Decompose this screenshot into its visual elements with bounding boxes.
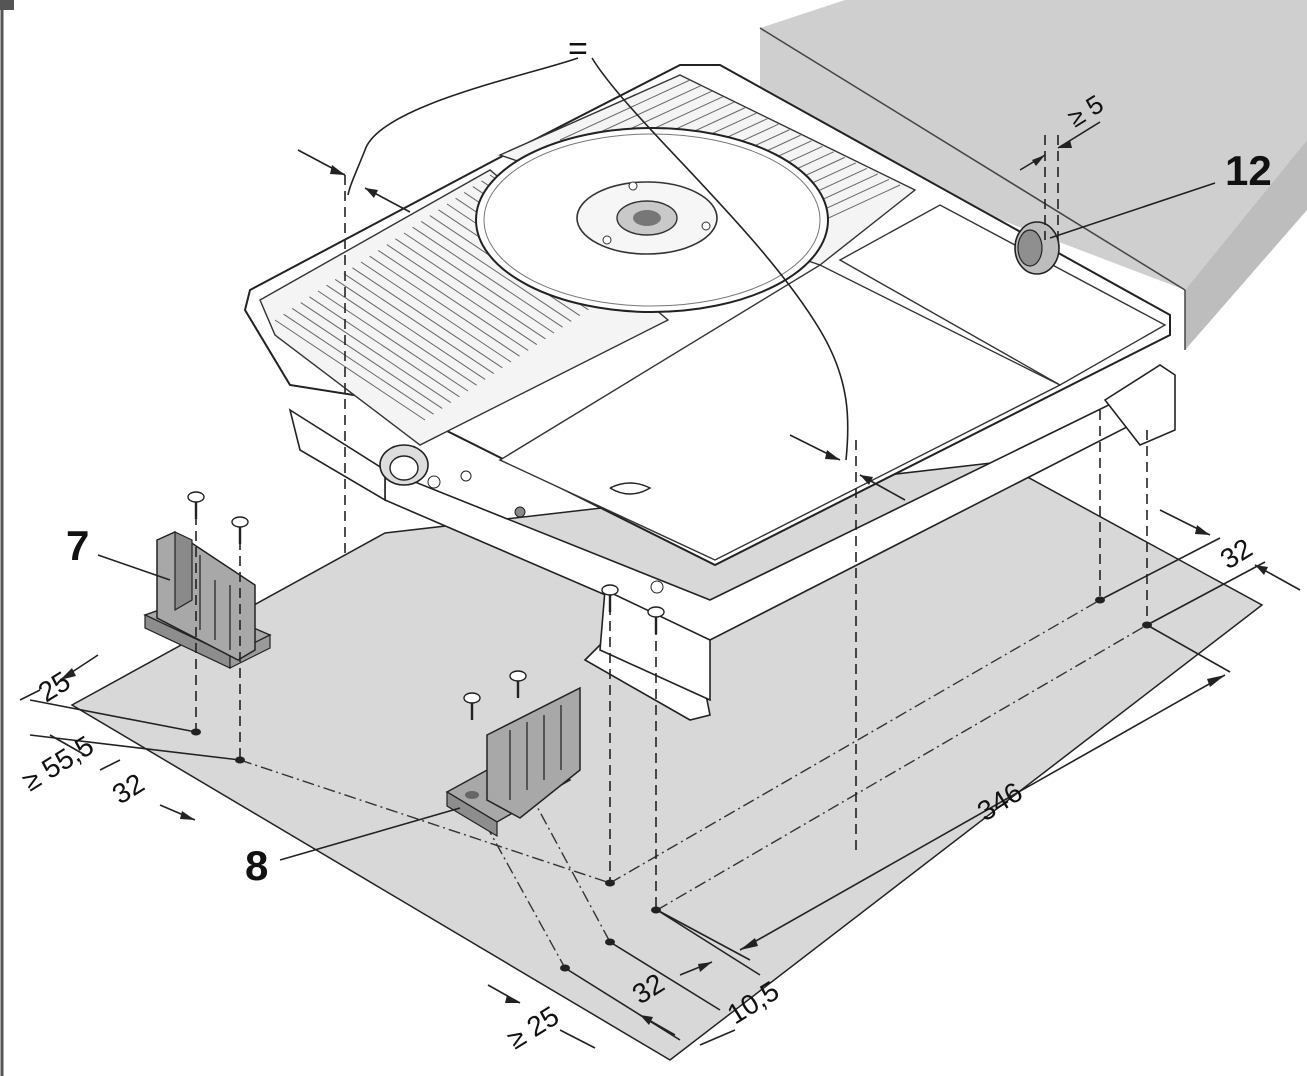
dimension-lines: [19, 121, 1301, 1049]
dim-min-25-bottom: ≥ 25: [502, 1000, 564, 1055]
callout-7: 7: [66, 522, 89, 569]
blade-disc: [475, 127, 829, 313]
screw-head: [187, 491, 205, 503]
screw-head: [231, 516, 249, 528]
machine-body: [288, 364, 1176, 721]
screw-head: [509, 670, 527, 682]
dim-equal-sign: =: [568, 30, 588, 68]
adjustment-knob: [379, 444, 664, 594]
vertical-drop-lines: [195, 135, 1148, 910]
callout-8: 8: [245, 842, 268, 889]
spacer-roller-12: [1014, 221, 1060, 275]
wall: [759, 0, 1307, 350]
floor-hole: [605, 879, 615, 887]
screws: [187, 491, 665, 720]
callout-leaders: [97, 182, 1216, 861]
screw-head: [463, 692, 481, 704]
mounting-bracket-7: [143, 531, 272, 669]
screw-head: [647, 606, 665, 618]
mounting-bracket-8: [445, 686, 581, 838]
frame-corner: [0, 0, 14, 10]
screw-head: [601, 584, 619, 596]
floor-plate: [70, 461, 1264, 1061]
callout-12: 12: [1225, 147, 1272, 194]
dim-32-left: 32: [107, 767, 150, 810]
centering-leaders: [347, 57, 849, 461]
